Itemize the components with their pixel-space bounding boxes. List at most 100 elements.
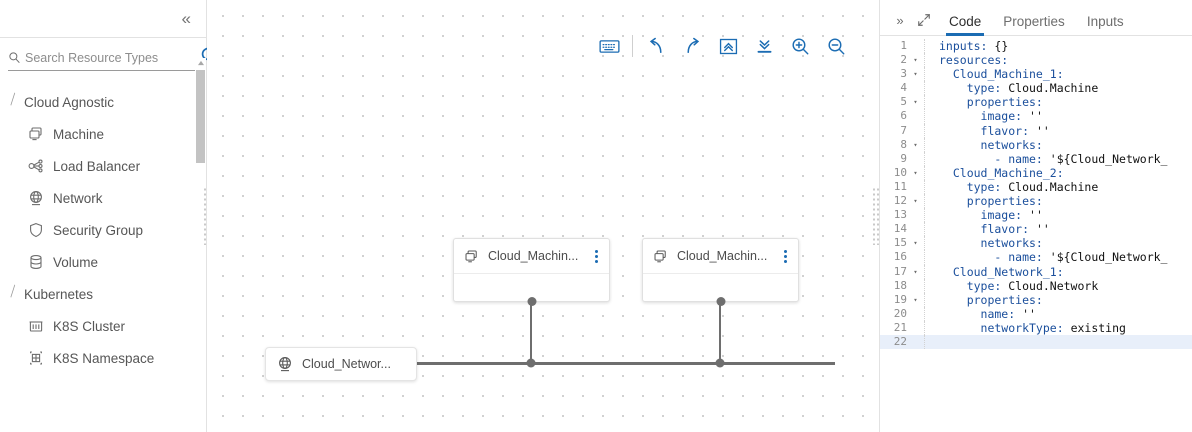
fold-toggle-icon[interactable]: ▾ [913,70,918,79]
code-line[interactable]: 15▾ networks: [880,236,1192,251]
machine-icon [652,248,669,265]
sidebar-item-label: Volume [53,254,99,270]
node-title: Cloud_Machin... [488,249,579,263]
code-line-text: Cloud_Machine_1: [939,67,1064,82]
search-input[interactable] [25,50,196,65]
fold-toggle-icon[interactable]: ▾ [913,295,918,304]
node-port-bottom[interactable] [716,297,725,306]
code-line[interactable]: 22 [880,334,1192,350]
junction-point [715,358,725,368]
code-line-text: properties: [939,292,1043,307]
expand-all-icon[interactable] [715,33,741,59]
fold-toggle-icon[interactable]: ▾ [913,239,918,248]
code-line[interactable]: 2▾resources: [880,53,1192,68]
code-line-text: type: Cloud.Machine [939,81,1099,96]
code-line-number: 2 [900,53,907,67]
code-line-number: 13 [893,208,907,222]
code-line[interactable]: 16 - name: '${Cloud_Network_ [880,250,1192,265]
kebab-menu-icon[interactable] [589,249,603,263]
sidebar-item-label: K8S Cluster [53,318,126,334]
sidebar-item-machine[interactable]: Machine [0,118,206,150]
code-line[interactable]: 17▾ Cloud_Network_1: [880,264,1192,279]
sidebar-item-k8s-cluster[interactable]: K8S Cluster [0,310,206,342]
code-indent-guide [924,109,939,124]
canvas-node-network-1[interactable]: Cloud_Networ... [265,347,417,381]
expand-diagonal-icon[interactable] [914,5,934,35]
node-port-bottom[interactable] [527,297,536,306]
code-line[interactable]: 14 flavor: '' [880,222,1192,237]
canvas-node-machine-1[interactable]: Cloud_Machin... [453,238,610,306]
tab-code[interactable]: Code [938,14,992,36]
code-line[interactable]: 10▾ Cloud_Machine_2: [880,165,1192,180]
code-line-text: - name: '${Cloud_Network_ [939,250,1168,265]
code-line[interactable]: 5▾ properties: [880,95,1192,110]
code-line[interactable]: 4 type: Cloud.Machine [880,81,1192,96]
collapse-all-icon[interactable] [751,33,777,59]
tab-inputs[interactable]: Inputs [1086,13,1124,29]
zoom-out-icon[interactable] [823,33,849,59]
scrollbar-track[interactable] [195,70,206,432]
fold-toggle-icon[interactable]: ▾ [913,168,918,177]
code-line[interactable]: 20 name: '' [880,306,1192,321]
sidebar-item-volume[interactable]: Volume [0,246,206,278]
sidebar-resize-grip[interactable] [203,187,210,245]
code-line[interactable]: 6 image: '' [880,109,1192,124]
code-line[interactable]: 11 type: Cloud.Machine [880,179,1192,195]
code-line-text: - name: '${Cloud_Network_ [939,151,1168,166]
code-line-text: flavor: '' [939,123,1050,138]
code-indent-guide [924,306,939,321]
kebab-menu-icon[interactable] [778,249,792,263]
code-line-number: 20 [893,306,907,320]
code-line-number: 14 [893,222,907,236]
code-line[interactable]: 9 - name: '${Cloud_Network_ [880,151,1192,166]
canvas-node-machine-2[interactable]: Cloud_Machin... [642,238,799,306]
node-body [454,273,609,301]
code-line-text: type: Cloud.Machine [939,179,1099,194]
sidebar-item-network[interactable]: Network [0,182,206,214]
sidebar-item-load-balancer[interactable]: Load Balancer [0,150,206,182]
code-line-number: 19 [893,292,907,306]
code-line[interactable]: 8▾ networks: [880,137,1192,152]
sidebar-item-k8s-namespace[interactable]: K8S Namespace [0,342,206,374]
canvas-code-resize-grip[interactable] [872,187,879,245]
code-line[interactable]: 3▾ Cloud_Machine_1: [880,67,1192,82]
fold-toggle-icon[interactable]: ▾ [913,56,918,65]
code-indent-guide [924,53,939,68]
fold-toggle-icon[interactable]: ▾ [913,267,918,276]
zoom-in-icon[interactable] [787,33,813,59]
sidebar-group-cloud-agnostic[interactable]: ╲ Cloud Agnostic [0,86,206,118]
fold-toggle-icon[interactable]: ▾ [913,98,918,107]
sidebar-group-kubernetes[interactable]: ╲ Kubernetes [0,278,206,310]
code-line[interactable]: 7 flavor: '' [880,123,1192,138]
code-line[interactable]: 19 ▾ properties: [880,292,1192,307]
undo-icon[interactable] [643,33,669,59]
keyboard-icon[interactable] [596,33,622,59]
fold-toggle-icon[interactable]: ▾ [913,140,918,149]
fold-toggle-icon[interactable]: ▾ [913,197,918,206]
redo-icon[interactable] [679,33,705,59]
tab-properties[interactable]: Properties [1003,13,1065,29]
design-canvas-panel: Cloud_Machin... Cloud_Machin... [207,0,879,432]
sidebar-scrollbar[interactable] [195,58,206,432]
code-line-number: 1 [900,39,907,52]
code-line-text: Cloud_Machine_2: [939,165,1064,180]
double-chevron-right-icon[interactable]: » [896,12,904,28]
code-line-text: type: Cloud.Network [939,278,1099,293]
code-line[interactable]: 12▾ properties: [880,194,1192,209]
double-chevron-left-icon[interactable]: « [181,9,191,28]
code-line[interactable]: 13 image: '' [880,208,1192,223]
scroll-up-arrow-icon[interactable] [196,58,205,68]
code-line-number: 17 [893,264,907,278]
code-indent-guide [924,264,939,279]
scrollbar-thumb[interactable] [196,70,205,163]
sidebar-header-divider [0,37,206,38]
code-line[interactable]: 18 type: Cloud.Network [880,278,1192,293]
code-line[interactable]: 21 networkType: existing [880,320,1192,335]
canvas-code-divider [879,0,880,432]
sidebar-item-security-group[interactable]: Security Group [0,214,206,246]
code-line-number: 7 [900,123,907,137]
search-field-wrapper[interactable] [8,46,211,71]
